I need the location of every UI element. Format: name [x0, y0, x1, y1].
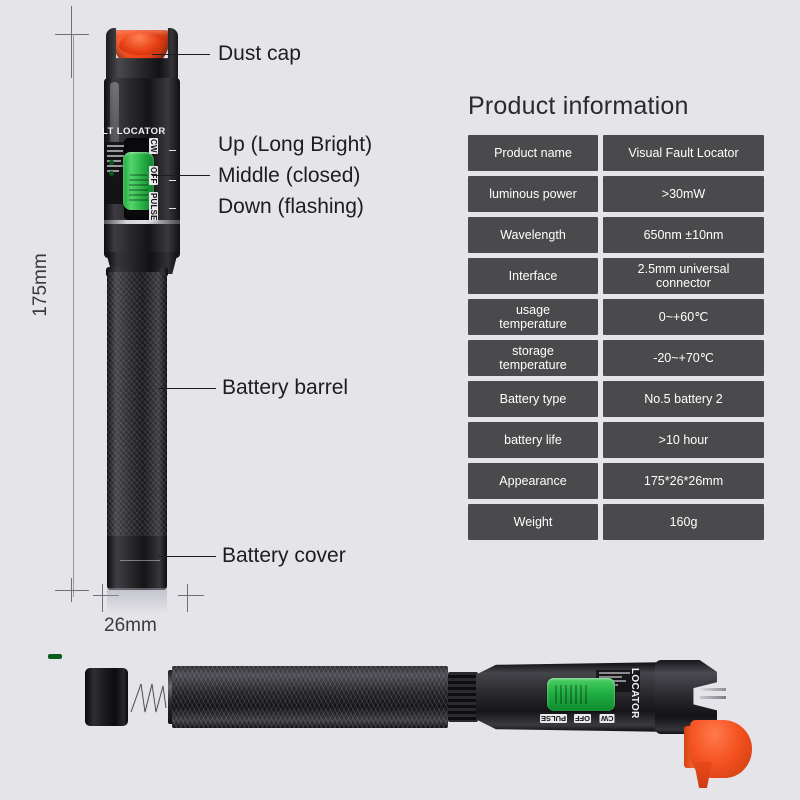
- spec-value: 2.5mm universal connector: [603, 258, 764, 294]
- mode-mark-cw-exploded: CW: [600, 714, 615, 723]
- spring-icon: [129, 682, 168, 714]
- dim-label-height: 175mm: [30, 253, 51, 317]
- spec-key: Interface: [468, 258, 598, 294]
- pen-illustration-vertical: LT LOCATOR CW OFF PULSE: [96, 24, 196, 614]
- battery-cover-seam: [120, 560, 160, 561]
- spec-key: Weight: [468, 504, 598, 540]
- spec-key: Appearance: [468, 463, 598, 499]
- annotation-switch-middle: Middle (closed): [218, 164, 361, 187]
- panel-title: Product information: [468, 92, 689, 120]
- spec-value: No.5 battery 2: [603, 381, 764, 417]
- dim-line-height: [73, 34, 74, 597]
- annotation-switch-up: Up (Long Bright): [218, 133, 373, 156]
- battery-barrel-graphic: [107, 272, 167, 558]
- dim-width-bar-left: [93, 595, 119, 596]
- spec-value: Visual Fault Locator: [603, 135, 764, 171]
- mode-switch-exploded[interactable]: [547, 678, 615, 711]
- annotation-dust-cap: Dust cap: [218, 42, 301, 65]
- pen-reflection: [107, 588, 167, 614]
- brand-label-exploded: LOCATOR: [629, 668, 640, 719]
- leader-line-dust-cap: [152, 54, 210, 55]
- brand-label: LT LOCATOR: [102, 126, 166, 137]
- dim-crosshair-bottom-vertical: [71, 578, 72, 602]
- mode-switch[interactable]: [123, 152, 154, 210]
- leader-line-battery-barrel: [158, 388, 216, 389]
- barrel-thread: [448, 672, 478, 722]
- dust-cap-inner-graphic: [119, 33, 163, 55]
- head-chrome-ring: [104, 220, 180, 224]
- switch-dot-upper: [109, 160, 114, 165]
- battery-cover-graphic: [107, 536, 167, 590]
- spec-value: >30mW: [603, 176, 764, 212]
- mode-mark-cw: CW: [149, 138, 158, 154]
- spec-value: 650nm ±10nm: [603, 217, 764, 253]
- spec-value: 175*26*26mm: [603, 463, 764, 499]
- dim-width-bar-right: [178, 595, 204, 596]
- spec-key: usage temperature: [468, 299, 598, 335]
- annotation-battery-barrel: Battery barrel: [222, 376, 349, 399]
- switch-dot-lower: [109, 171, 114, 176]
- spec-key: battery life: [468, 422, 598, 458]
- battery-barrel-exploded: [172, 666, 448, 728]
- dim-label-width: 26mm: [104, 615, 157, 636]
- spec-value: 0~+60℃: [603, 299, 764, 335]
- leader-line-battery-cover: [158, 556, 216, 557]
- exploded-view: LOCATOR PULSE OFF CW: [0, 640, 800, 800]
- spec-key: luminous power: [468, 176, 598, 212]
- ferrule-pin-lower: [700, 696, 726, 699]
- leader-line-switch: [152, 175, 210, 176]
- dust-cap-tab: [694, 762, 712, 788]
- mode-marking-group-exploded: PULSE OFF CW: [540, 714, 620, 728]
- spec-value: >10 hour: [603, 422, 764, 458]
- spec-row: battery life>10 hour: [468, 422, 764, 458]
- battery-cap-exploded: [85, 668, 128, 726]
- annotation-battery-cover: Battery cover: [222, 544, 346, 567]
- mode-mark-pulse-exploded: PULSE: [540, 714, 568, 723]
- annotation-switch-down: Down (flashing): [218, 195, 364, 218]
- mode-mark-pulse: PULSE: [149, 192, 158, 222]
- dim-crosshair-bottom-horizontal: [55, 590, 89, 591]
- ferrule-pin-upper: [700, 688, 726, 691]
- spec-key: Battery type: [468, 381, 598, 417]
- spec-value: -20~+70℃: [603, 340, 764, 376]
- dim-crosshair-top-horizontal: [55, 34, 89, 35]
- dim-width-tick-right: [187, 584, 188, 612]
- spec-row: luminous power>30mW: [468, 176, 764, 212]
- spec-value: 160g: [603, 504, 764, 540]
- spec-row: storage temperature-20~+70℃: [468, 340, 764, 376]
- spec-key: Product name: [468, 135, 598, 171]
- spec-key: Wavelength: [468, 217, 598, 253]
- switch-slot-exploded: [48, 654, 62, 659]
- dim-width-tick-left: [102, 584, 103, 612]
- spec-key: storage temperature: [468, 340, 598, 376]
- mode-marking-group: CW OFF PULSE: [149, 136, 177, 222]
- dim-crosshair-top-vertical: [71, 6, 72, 78]
- mode-mark-off-exploded: OFF: [574, 714, 591, 723]
